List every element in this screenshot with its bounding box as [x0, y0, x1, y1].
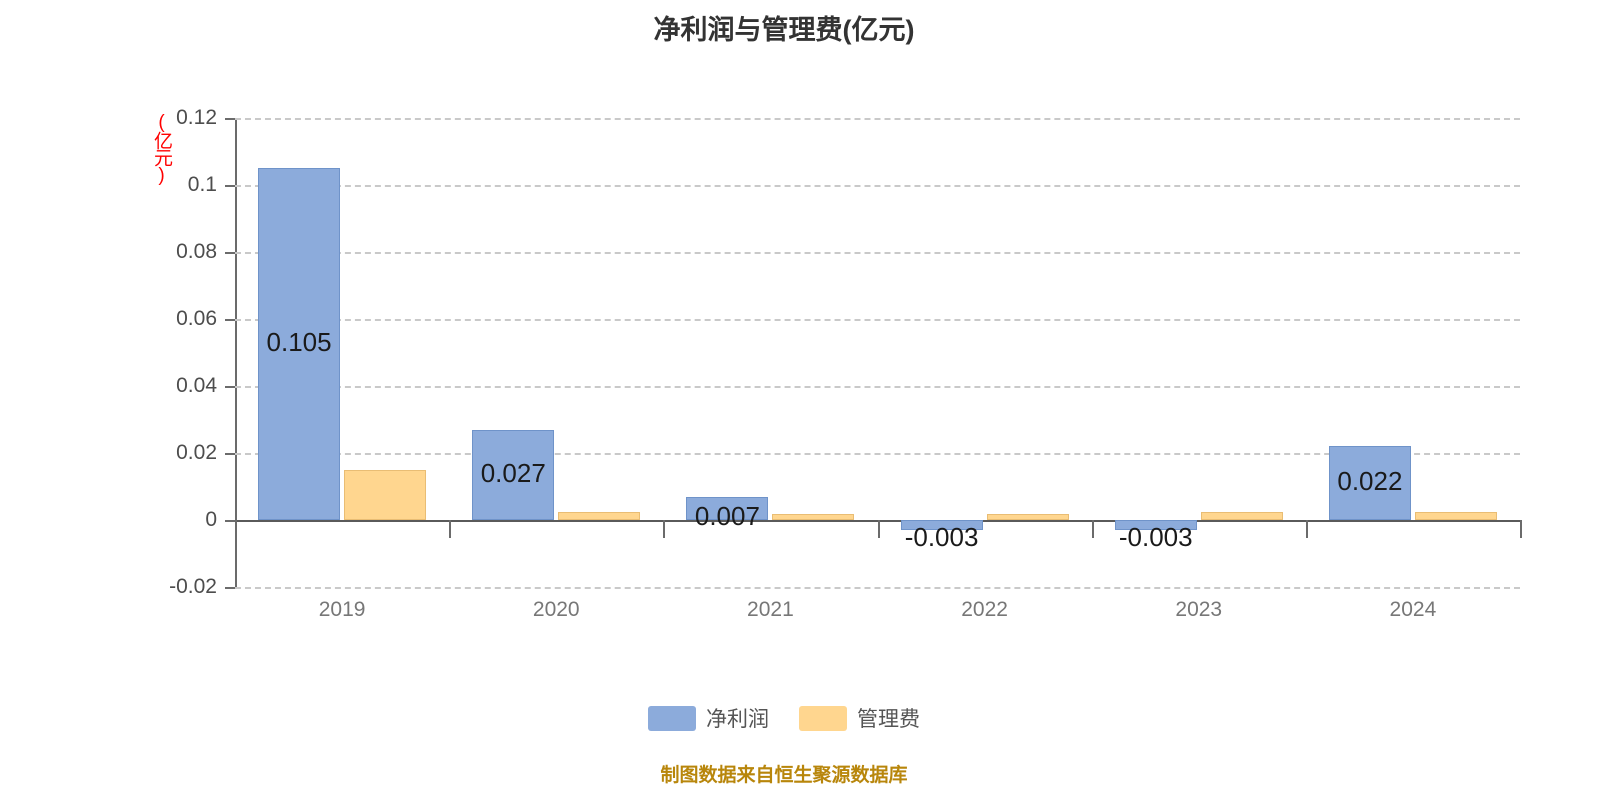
- legend-swatch-icon: [799, 705, 847, 731]
- bar-value-label: 0.007: [694, 500, 760, 531]
- footer-source-note: 制图数据来自恒生聚源数据库: [660, 765, 908, 786]
- y-tick-label: 0.02: [176, 441, 217, 464]
- y-tick-mark: [225, 185, 235, 187]
- bar-admin-fee-2019[interactable]: [344, 469, 427, 520]
- x-tick-label: 2024: [1389, 598, 1437, 621]
- y-axis-spine: [235, 118, 237, 587]
- bar-value-label: -0.003: [904, 522, 979, 552]
- bar-net-profit-2022[interactable]: [900, 520, 983, 531]
- gridline: [235, 252, 1520, 254]
- legend-item-admin-fee[interactable]: 管理费: [799, 703, 920, 733]
- bar-value-label: 0.105: [266, 327, 332, 358]
- chart-legend: 净利润 管理费: [0, 703, 1568, 733]
- bar-net-profit-2019[interactable]: [258, 168, 341, 520]
- y-tick-label: 0.08: [176, 240, 217, 263]
- bar-admin-fee-2024[interactable]: [1414, 511, 1497, 520]
- legend-label: 净利润: [706, 708, 769, 731]
- legend-label: 管理费: [857, 708, 920, 731]
- x-tick-label: 2022: [961, 598, 1008, 621]
- bar-net-profit-2020[interactable]: [472, 429, 555, 520]
- y-tick-mark: [225, 386, 235, 388]
- plot-area: 0.105 0.027 0.007 -0.003 -0.003 0.022: [235, 118, 1520, 589]
- x-tick-mark: [1520, 520, 1522, 538]
- bar-admin-fee-2021[interactable]: [772, 513, 855, 520]
- gridline: [235, 185, 1520, 187]
- legend-swatch-icon: [648, 705, 696, 731]
- y-tick-mark: [225, 587, 235, 589]
- y-tick-label: 0.06: [176, 307, 217, 330]
- y-tick-label: 0.04: [176, 374, 217, 397]
- bar-value-label: 0.027: [480, 457, 546, 488]
- gridline: [235, 587, 1520, 589]
- page-title: 净利润与管理费(亿元): [653, 15, 915, 45]
- x-tick-label: 2021: [747, 598, 794, 621]
- y-tick-label: 0.12: [176, 106, 217, 129]
- bar-net-profit-2021[interactable]: [686, 496, 769, 520]
- y-tick-label: -0.02: [169, 575, 217, 598]
- x-tick-mark: [877, 520, 880, 538]
- x-tick-label: 2023: [1175, 598, 1223, 621]
- bar-admin-fee-2023[interactable]: [1200, 511, 1283, 520]
- y-tick-mark: [225, 118, 235, 120]
- y-tick-mark: [225, 252, 235, 254]
- bar-admin-fee-2020[interactable]: [558, 511, 641, 520]
- x-tick-label: 2019: [318, 598, 366, 621]
- x-tick-mark: [449, 520, 452, 538]
- gridline: [235, 118, 1520, 120]
- y-tick-label: 0: [205, 508, 217, 531]
- x-tick-mark: [1091, 520, 1094, 538]
- bar-admin-fee-2022[interactable]: [986, 513, 1069, 520]
- x-tick-mark: [1305, 520, 1308, 538]
- y-axis-unit-label: (亿元): [151, 112, 172, 184]
- bar-net-profit-2023[interactable]: [1114, 520, 1197, 531]
- bar-value-label: -0.003: [1118, 522, 1193, 552]
- x-tick-mark: [663, 520, 666, 538]
- x-tick-mark: [235, 520, 237, 538]
- legend-item-net-profit[interactable]: 净利润: [648, 703, 769, 733]
- y-tick-mark: [225, 319, 235, 321]
- y-tick-mark: [225, 453, 235, 455]
- gridline: [235, 453, 1520, 455]
- x-tick-label: 2020: [532, 598, 580, 621]
- y-tick-mark: [225, 520, 235, 522]
- gridline: [235, 386, 1520, 388]
- bar-value-label: 0.022: [1337, 466, 1403, 497]
- y-tick-label: 0.1: [187, 173, 217, 196]
- gridline: [235, 319, 1520, 321]
- bar-net-profit-2024[interactable]: [1328, 446, 1411, 520]
